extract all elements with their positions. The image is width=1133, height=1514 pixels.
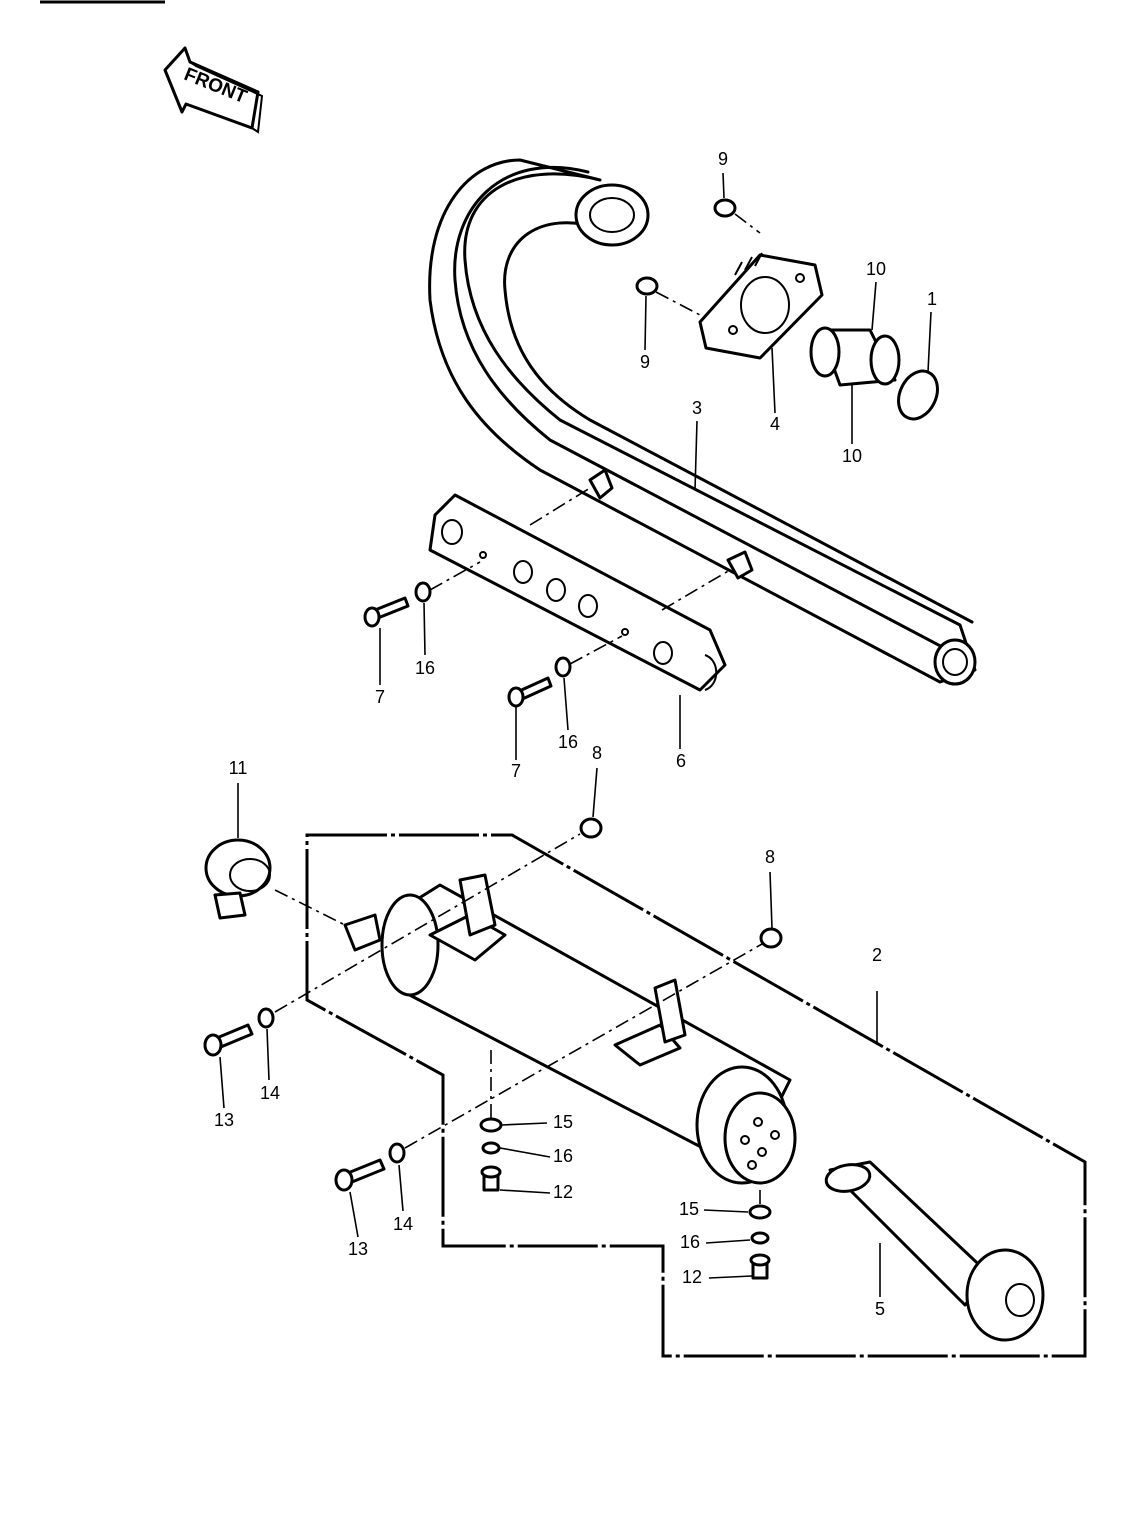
heat-guard-screw [363, 596, 553, 708]
front-arrow-icon: FRONT [163, 46, 264, 134]
callout-13a: 13 [214, 1110, 234, 1130]
callout-10a: 10 [866, 259, 886, 279]
callout-6: 6 [676, 751, 686, 771]
muffler-washer [257, 1007, 406, 1164]
muffler-nut [579, 817, 783, 949]
callout-9a: 9 [718, 149, 728, 169]
heat-guard-washer [414, 581, 572, 678]
callout-12a: 12 [553, 1182, 573, 1202]
callout-7b: 7 [511, 761, 521, 781]
callout-5: 5 [875, 1299, 885, 1319]
alignment-lines [274, 213, 763, 1205]
callout-7a: 7 [375, 687, 385, 707]
heat-guard [428, 493, 727, 692]
callout-9b: 9 [640, 352, 650, 372]
callout-10b: 10 [842, 446, 862, 466]
exhaust-flange [698, 252, 824, 360]
callout-14a: 14 [260, 1083, 280, 1103]
callout-16c: 16 [553, 1146, 573, 1166]
callout-16a: 16 [415, 658, 435, 678]
callout-2: 2 [872, 945, 882, 965]
muffler-assembly-bracket [305, 833, 1087, 1358]
callout-14b: 14 [393, 1214, 413, 1234]
silencer-insert [824, 1160, 1045, 1342]
callout-16b: 16 [558, 732, 578, 752]
exhaust-clamp [204, 838, 272, 920]
callout-1: 1 [927, 289, 937, 309]
callout-leaders [219, 172, 932, 1297]
muffler [343, 873, 797, 1185]
callout-3: 3 [692, 398, 702, 418]
exhaust-gasket [897, 369, 939, 421]
callout-4: 4 [770, 414, 780, 434]
callout-numbers: 1 2 3 4 5 6 7 7 8 8 9 9 10 10 11 12 12 1… [214, 149, 937, 1319]
exhaust-collar [809, 326, 901, 387]
muffler-bolt [203, 1023, 386, 1192]
exhaust-pipe [428, 158, 977, 686]
callout-13b: 13 [348, 1239, 368, 1259]
callout-8a: 8 [592, 743, 602, 763]
callout-11: 11 [229, 758, 248, 778]
callout-15a: 15 [553, 1112, 573, 1132]
drain-screw [479, 1117, 772, 1280]
callout-15b: 15 [679, 1199, 699, 1219]
callout-8b: 8 [765, 847, 775, 867]
flange-nut [635, 198, 737, 296]
callout-16d: 16 [680, 1232, 700, 1252]
callout-12b: 12 [682, 1267, 702, 1287]
